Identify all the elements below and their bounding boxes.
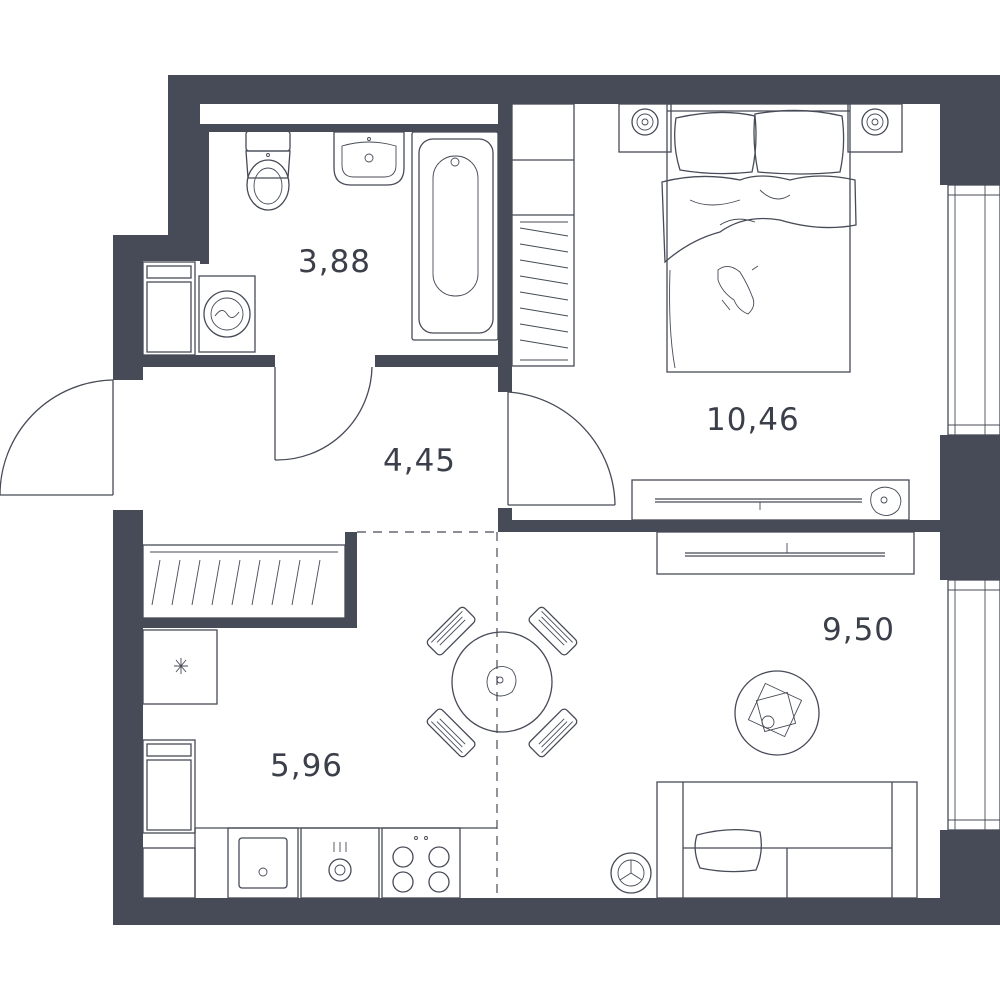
chair-icon	[426, 606, 578, 758]
laundry-cabinet-icon	[142, 261, 196, 356]
nightstand-lamp-icon	[618, 103, 903, 153]
washbasin-icon	[333, 131, 405, 186]
zone-dividers	[357, 531, 498, 898]
wardrobe-icon	[511, 103, 575, 367]
living-room-area-label: 9,50	[822, 612, 895, 648]
tv-stand-living-icon	[656, 531, 915, 575]
washing-machine-icon	[198, 275, 256, 353]
fridge-icon	[142, 739, 196, 834]
round-dining-table-icon	[451, 631, 553, 733]
hallway-area-label: 4,45	[383, 443, 456, 479]
kitchen-area-label: 5,96	[270, 748, 343, 784]
area-labels: 3,88 4,45 10,46 5,96 9,50	[270, 244, 895, 784]
hallway-wardrobe-icon	[142, 544, 346, 619]
tv-stand-icon	[631, 479, 910, 521]
kitchen-sink-icon	[227, 827, 299, 899]
walls	[113, 75, 1000, 925]
doors	[0, 366, 616, 506]
sofa-icon	[656, 781, 918, 899]
cabinet-icon	[142, 629, 218, 705]
stove-icon	[381, 827, 461, 899]
counter-icon	[142, 827, 497, 899]
toilet-icon	[245, 130, 291, 211]
windows	[947, 184, 1000, 831]
armchair-icon	[610, 852, 652, 894]
bedroom-area-label: 10,46	[706, 402, 800, 438]
coffee-table-icon	[734, 670, 820, 756]
bathroom-area-label: 3,88	[298, 244, 371, 280]
double-bed-icon	[661, 103, 857, 373]
dishwasher-icon	[300, 827, 380, 899]
bathtub-icon	[411, 131, 499, 341]
